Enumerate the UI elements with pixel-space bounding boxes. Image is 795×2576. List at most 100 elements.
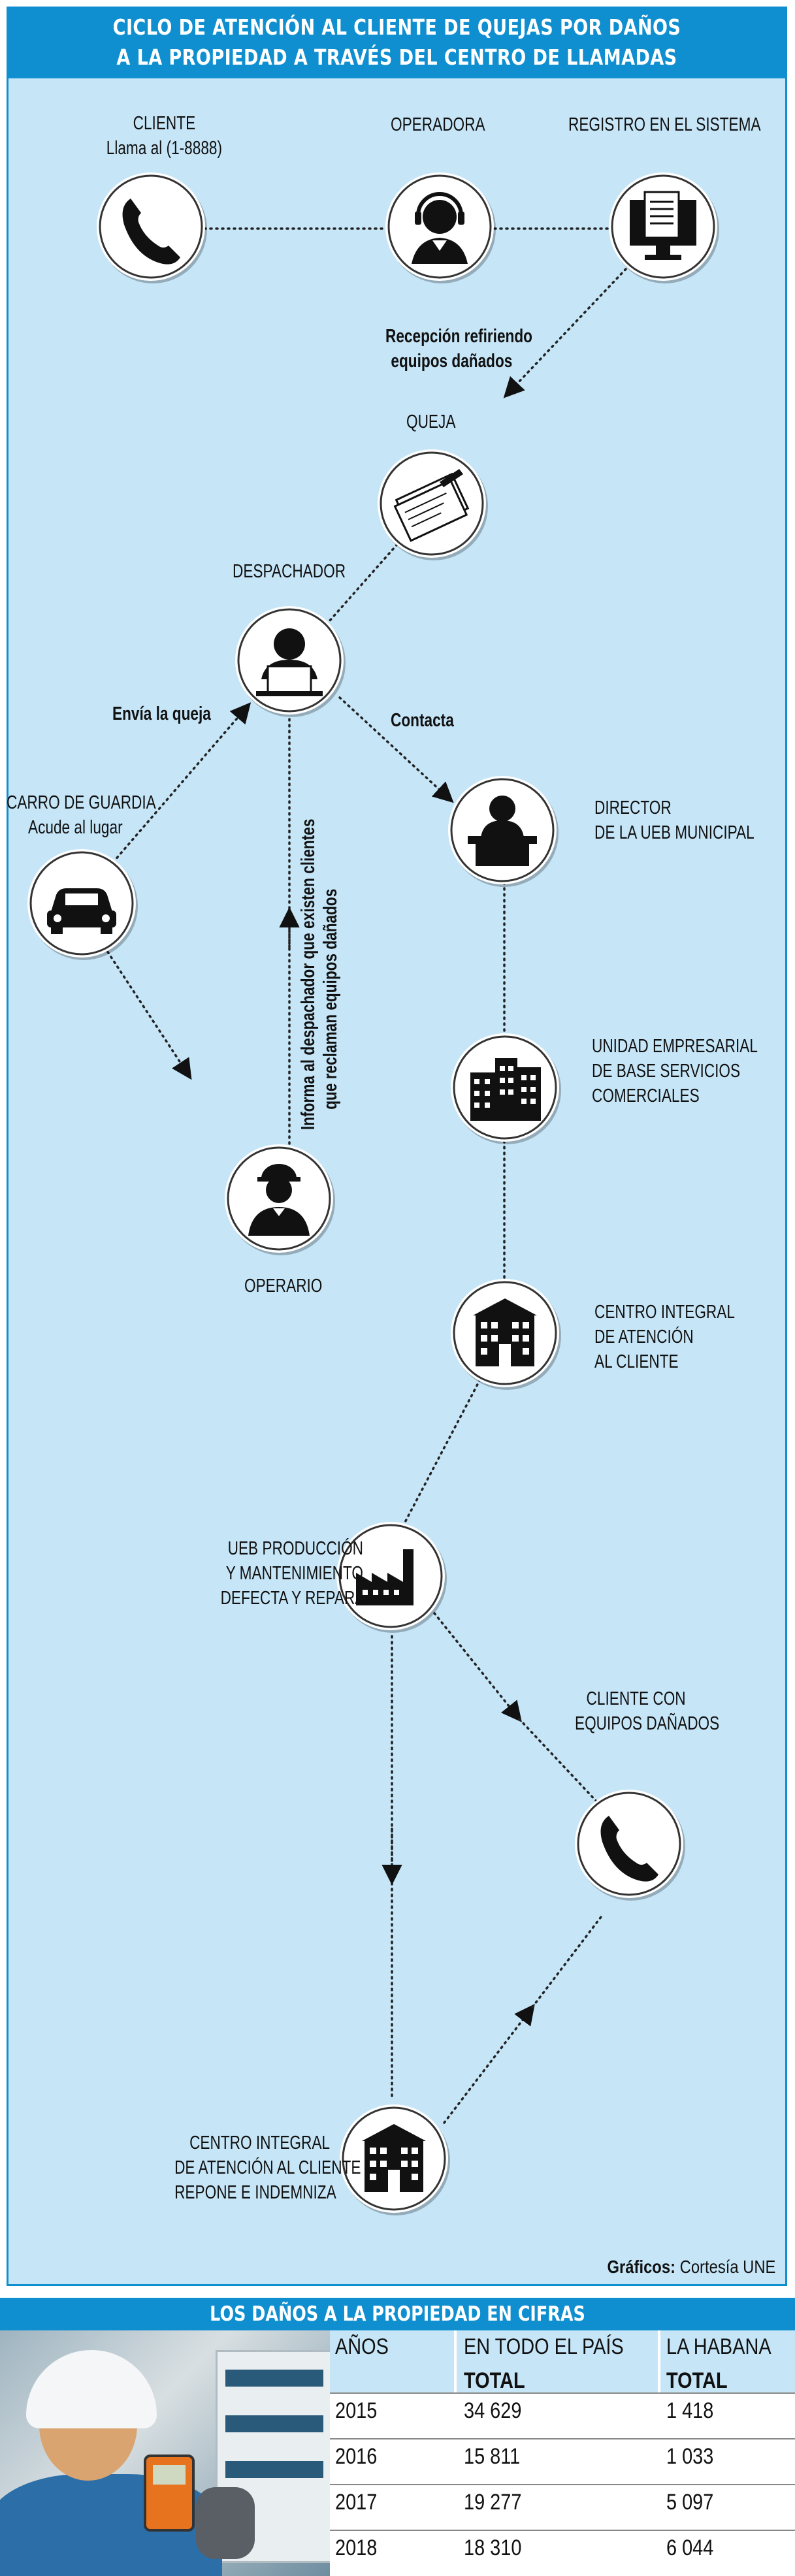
edge-despachador-carro <box>113 702 251 862</box>
centro1-label: CENTRO INTEGRAL DE ATENCIÓN AL CLIENTE <box>594 1300 735 1374</box>
carro-node <box>27 849 136 958</box>
table-header-bg <box>330 2330 795 2392</box>
credits-value: Cortesía UNE <box>679 2257 775 2277</box>
cliente-node <box>97 172 205 281</box>
diagram-background <box>7 7 787 2286</box>
cell-havana: 5 097 <box>666 2490 714 2515</box>
director-label: DIRECTOR DE LA UEB MUNICIPAL <box>594 796 754 845</box>
unidad-label: UNIDAD EMPRESARIAL DE BASE SERVICIOS COM… <box>592 1034 758 1108</box>
cell-year: 2018 <box>335 2536 378 2560</box>
unidad-label-line3: COMERCIALES <box>592 1086 700 1106</box>
cliente2-label: CLIENTE CON EQUIPOS DAÑADOS <box>575 1686 720 1736</box>
cliente-label: CLIENTE Llama al (1-8888) <box>98 111 231 161</box>
edge-despachador-director <box>338 696 454 803</box>
director-node <box>448 776 557 884</box>
breaker-row <box>225 2370 323 2387</box>
phone-icon <box>99 174 203 279</box>
operario-node <box>225 1144 333 1253</box>
cell-havana: 1 033 <box>666 2444 714 2469</box>
ueb-node <box>336 1522 445 1630</box>
edge-envia-label: Envía la queja <box>112 703 211 724</box>
office-buildings-icon <box>453 1035 557 1140</box>
queja-label: QUEJA <box>406 411 456 432</box>
unidad-node <box>451 1033 559 1142</box>
centro2-label-line1: CENTRO INTEGRAL <box>189 2133 330 2153</box>
carro-label: CARRO DE GUARDIA Acude al lugar <box>7 790 156 840</box>
multimeter-screen <box>153 2465 186 2485</box>
edge-cliente2-in <box>531 1916 602 2008</box>
cell-year: 2015 <box>335 2398 378 2423</box>
subheader-total-country: TOTAL <box>464 2368 525 2393</box>
operario-label: OPERARIO <box>244 1276 323 1296</box>
ueb-label-line3: DEFECTA Y REPARA <box>220 1588 365 1609</box>
centro2-label-line3: REPONE E INDEMNIZA <box>174 2182 336 2203</box>
cell-havana: 1 418 <box>666 2398 714 2423</box>
row-divider <box>330 2484 795 2485</box>
informa-line1: Informa al despachador que existen clien… <box>298 818 319 1130</box>
title-bar: CICLO DE ATENCIÓN AL CLIENTE DE QUEJAS P… <box>7 7 787 78</box>
despachador-node <box>235 606 344 715</box>
cell-havana: 6 044 <box>666 2536 714 2560</box>
carro-label-line2: Acude al lugar <box>27 817 123 838</box>
ueb-label-line1: UEB PRODUCCIÓN <box>227 1538 363 1559</box>
stats-title: LOS DAÑOS A LA PROPIEDAD EN CIFRAS <box>210 2302 585 2326</box>
centro2-label: CENTRO INTEGRAL DE ATENCIÓN AL CLIENTE R… <box>174 2131 361 2205</box>
edge-cliente2-tail <box>518 1718 599 1804</box>
multimeter <box>144 2455 195 2532</box>
centro1-label-line3: AL CLIENTE <box>594 1351 679 1372</box>
cell-country: 18 310 <box>464 2536 522 2560</box>
despachador-label: DESPACHADOR <box>233 561 346 582</box>
director-desk-icon <box>450 778 555 882</box>
breaker-row <box>225 2461 323 2478</box>
dispatcher-laptop-icon <box>237 608 342 713</box>
carro-label-line1: CARRO DE GUARDIA <box>7 792 156 813</box>
flow-connectors <box>103 227 627 2124</box>
subheader-total-havana: TOTAL <box>666 2368 728 2393</box>
cell-year: 2017 <box>335 2490 378 2515</box>
edge-contacta-label: Contacta <box>391 710 454 731</box>
title-line-1: CICLO DE ATENCIÓN AL CLIENTE DE QUEJAS P… <box>112 14 681 40</box>
edge-centro2-cliente2 <box>443 2003 535 2124</box>
centro2-node <box>340 2104 448 2213</box>
column-divider <box>658 2330 660 2576</box>
column-divider <box>454 2330 457 2576</box>
operadora-label: OPERADORA <box>391 114 485 135</box>
recepcion-line2: equipos dañados <box>391 351 513 372</box>
stats-table: AÑOS EN TODO EL PAÍS LA HABANA TOTAL TOT… <box>330 2330 795 2576</box>
title-line-2: A LA PROPIEDAD A TRAVÉS DEL CENTRO DE LL… <box>116 44 677 70</box>
cliente-label-line2: Llama al (1-8888) <box>106 138 223 159</box>
cell-country: 19 277 <box>464 2490 522 2515</box>
director-label-line2: DE LA UEB MUNICIPAL <box>594 822 754 843</box>
cliente2-label-line2: EQUIPOS DAÑADOS <box>575 1713 720 1734</box>
centro2-label-line2: DE ATENCIÓN AL CLIENTE <box>174 2157 361 2178</box>
technician-photo <box>0 2330 330 2576</box>
queja-node <box>378 449 486 558</box>
operator-headset-icon <box>387 174 492 279</box>
edge-centro-ueb <box>400 1378 481 1530</box>
operadora-node <box>385 172 494 281</box>
director-label-line1: DIRECTOR <box>594 797 672 818</box>
stats-header: LOS DAÑOS A LA PROPIEDAD EN CIFRAS <box>0 2298 795 2330</box>
breaker-row <box>225 2415 323 2432</box>
ueb-label: UEB PRODUCCIÓN Y MANTENIMIENTO DEFECTA Y… <box>220 1536 365 1611</box>
cell-country: 15 811 <box>464 2444 521 2469</box>
complaint-document-icon <box>380 451 484 556</box>
edge-registro-queja <box>503 268 627 398</box>
centro1-node <box>451 1279 559 1387</box>
credits: Gráficos: Cortesía UNE <box>607 2257 775 2278</box>
glove <box>196 2487 255 2559</box>
unidad-label-line1: UNIDAD EMPRESARIAL <box>592 1036 758 1057</box>
factory-icon <box>338 1524 443 1628</box>
centro1-label-line1: CENTRO INTEGRAL <box>594 1302 735 1323</box>
computer-monitor-icon <box>611 174 715 279</box>
edge-recepcion-label: Recepción refiriendo equipos dañados <box>385 324 533 374</box>
registro-node <box>609 172 717 281</box>
cliente2-label-line1: CLIENTE CON <box>586 1688 686 1709</box>
cliente-label-line1: CLIENTE <box>133 113 196 134</box>
ueb-label-line2: Y MANTENIMIENTO <box>225 1563 363 1584</box>
car-icon <box>29 851 134 956</box>
row-divider <box>330 2392 795 2394</box>
col-header-havana: LA HABANA <box>666 2334 771 2359</box>
recepcion-line1: Recepción refiriendo <box>385 326 533 347</box>
cell-year: 2016 <box>335 2444 378 2469</box>
